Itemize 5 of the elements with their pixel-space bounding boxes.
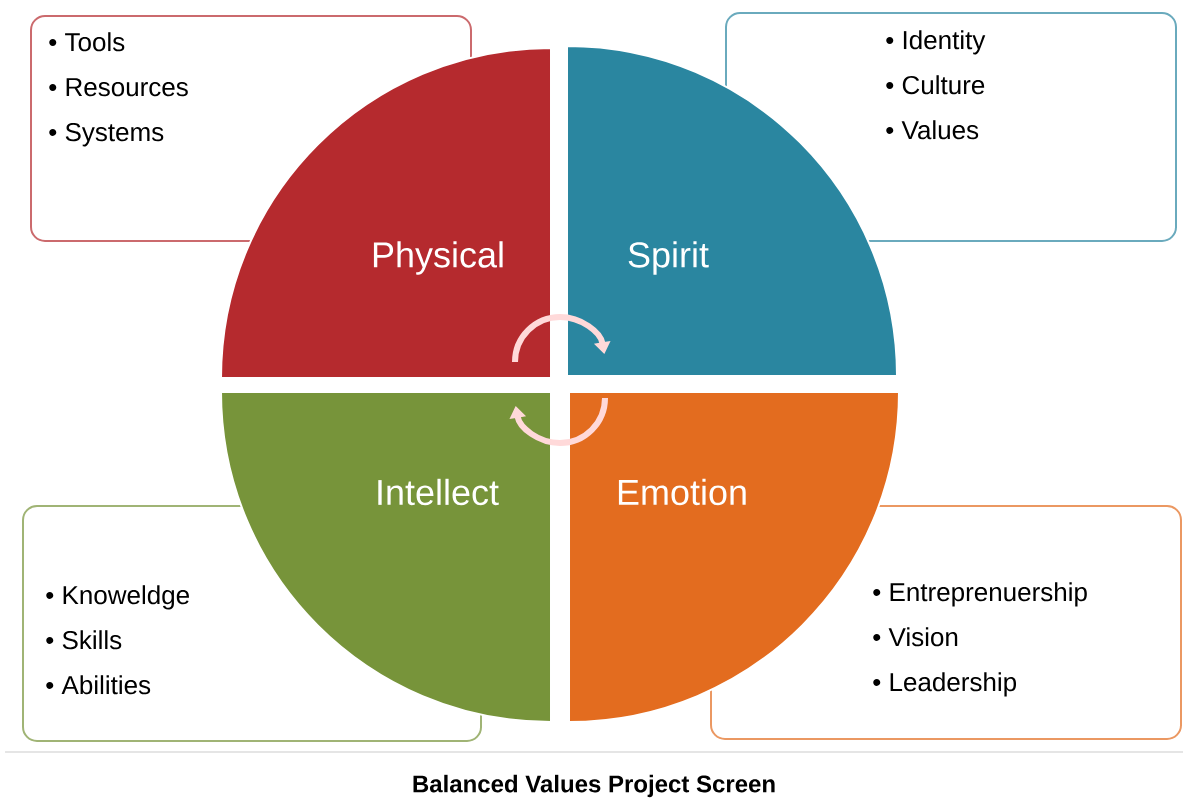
cycle-arrow — [512, 314, 611, 363]
caption: Balanced Values Project Screen — [413, 774, 775, 798]
quadrant-sector: Intellect — [220, 391, 552, 723]
cycle-arrow — [509, 397, 608, 446]
quadrant-sector: Physical — [220, 47, 552, 379]
